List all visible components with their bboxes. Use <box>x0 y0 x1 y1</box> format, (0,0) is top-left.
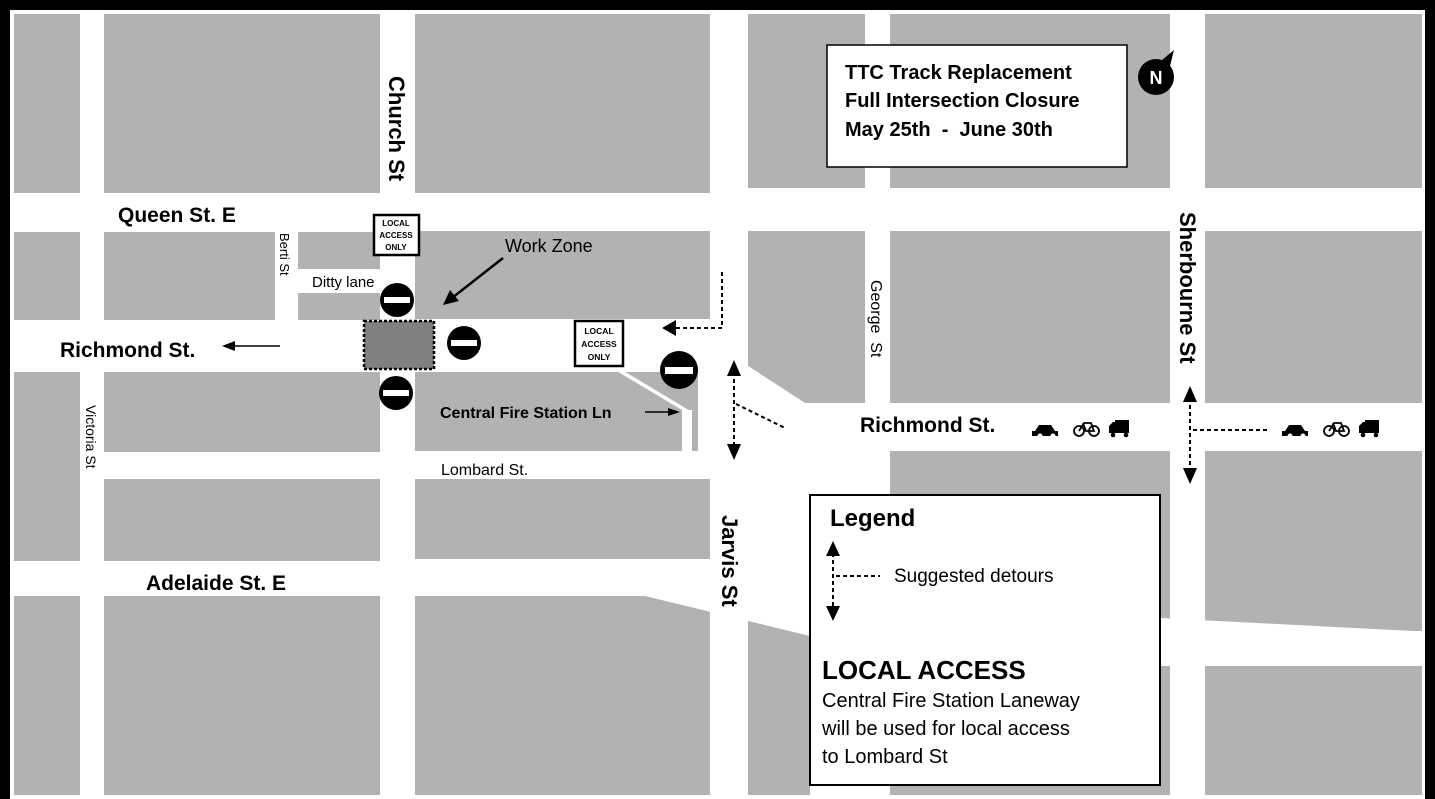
legend-local-access-line-2: will be used for local access <box>821 718 1070 740</box>
church-street-label: Church St <box>384 76 409 182</box>
road-closed-icon <box>380 283 414 317</box>
george-street-label: George St <box>867 280 884 358</box>
legend-detour-symbol <box>826 541 880 621</box>
street-labels: Church St Queen St. E Berti St Ditty lan… <box>60 76 1200 607</box>
svg-text:LOCAL: LOCAL <box>382 219 410 228</box>
ditty-lane-label: Ditty lane <box>312 274 375 291</box>
legend-local-access-title: LOCAL ACCESS <box>822 655 1026 685</box>
road-closed-icon <box>379 376 413 410</box>
truck-icon <box>1359 420 1379 438</box>
title-line-2: Full Intersection Closure <box>845 90 1079 112</box>
bicycle-icon <box>1323 422 1350 437</box>
title-line-3: May 25th - June 30th <box>845 119 1053 141</box>
richmond-west-label: Richmond St. <box>60 339 195 362</box>
work-zone-label: Work Zone <box>505 236 593 256</box>
adelaide-street-label: Adelaide St. E <box>146 572 286 595</box>
legend-local-access-line-1: Central Fire Station Laneway <box>822 690 1080 712</box>
title-line-1: TTC Track Replacement <box>845 62 1072 84</box>
central-fire-station-lane-label: Central Fire Station Ln <box>440 405 612 422</box>
detour-vertical-arrow-sherbourne <box>1183 386 1268 484</box>
svg-text:ONLY: ONLY <box>588 352 611 362</box>
legend-detours-label: Suggested detours <box>894 566 1054 587</box>
city-blocks <box>14 14 1422 795</box>
richmond-east-label: Richmond St. <box>860 414 995 437</box>
sherbourne-street-label: Sherbourne St <box>1175 212 1200 364</box>
legend-title: Legend <box>830 505 915 532</box>
svg-text:ACCESS: ACCESS <box>379 231 413 240</box>
car-icon <box>1282 425 1308 439</box>
lane-pointer-arrow-icon <box>645 408 680 416</box>
victoria-street-label: Victoria St <box>83 405 99 469</box>
svg-text:ACCESS: ACCESS <box>581 339 617 349</box>
berti-street-label: Berti St <box>277 233 292 276</box>
westbound-arrow-icon <box>222 341 280 351</box>
north-arrow-icon: N <box>1138 50 1174 95</box>
north-label: N <box>1150 68 1163 88</box>
legend-box: Legend Suggested detours LOCAL ACCESS Ce… <box>809 494 1161 786</box>
detour-path <box>672 272 723 329</box>
road-closed-icon <box>447 326 481 360</box>
bicycle-icon <box>1073 422 1100 437</box>
lombard-street-label: Lombard St. <box>441 462 528 479</box>
jarvis-street-label: Jarvis St <box>717 515 742 607</box>
car-icon <box>1032 425 1058 439</box>
svg-text:LOCAL: LOCAL <box>584 326 613 336</box>
legend-local-access-line-3: to Lombard St <box>822 746 948 768</box>
local-access-only-sign: LOCAL ACCESS ONLY <box>372 213 421 257</box>
work-zone-arrow-icon <box>443 257 504 305</box>
road-closed-icon <box>660 351 698 389</box>
vehicle-icons-group <box>1032 420 1379 439</box>
detour-vertical-arrow-jarvis <box>727 360 786 460</box>
title-box: TTC Track Replacement Full Intersection … <box>826 44 1128 168</box>
truck-icon <box>1109 420 1129 438</box>
local-access-only-sign: LOCAL ACCESS ONLY <box>573 319 625 368</box>
queen-street-label: Queen St. E <box>118 204 236 227</box>
work-zone-area <box>362 319 436 371</box>
detour-arrowhead-icon <box>662 320 676 336</box>
svg-text:ONLY: ONLY <box>385 243 407 252</box>
